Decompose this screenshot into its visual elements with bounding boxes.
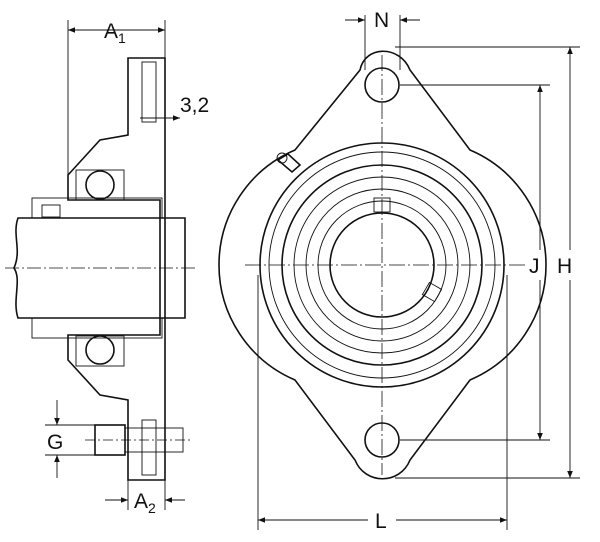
section-view: A1 3,2 G A2 — [5, 20, 209, 516]
front-view: N J H L — [218, 9, 580, 533]
grease-nipple — [276, 153, 302, 174]
set-screw-side — [421, 281, 443, 303]
housing-section — [67, 57, 166, 481]
dim-a2-label: A2 — [134, 490, 156, 516]
dim-gap-label: 3,2 — [180, 94, 209, 117]
dim-h-label: H — [557, 255, 572, 278]
inner-ring-top — [31, 197, 163, 219]
dim-g-label: G — [47, 431, 63, 454]
ball-top — [85, 170, 115, 200]
dim-j-label: J — [529, 255, 540, 278]
shaft — [13, 217, 186, 319]
ball-bottom — [85, 335, 115, 365]
dim-a1-label: A1 — [104, 20, 126, 46]
dim-n-label: N — [374, 9, 389, 32]
dim-l-label: L — [375, 510, 387, 533]
flange-outline — [218, 50, 547, 480]
